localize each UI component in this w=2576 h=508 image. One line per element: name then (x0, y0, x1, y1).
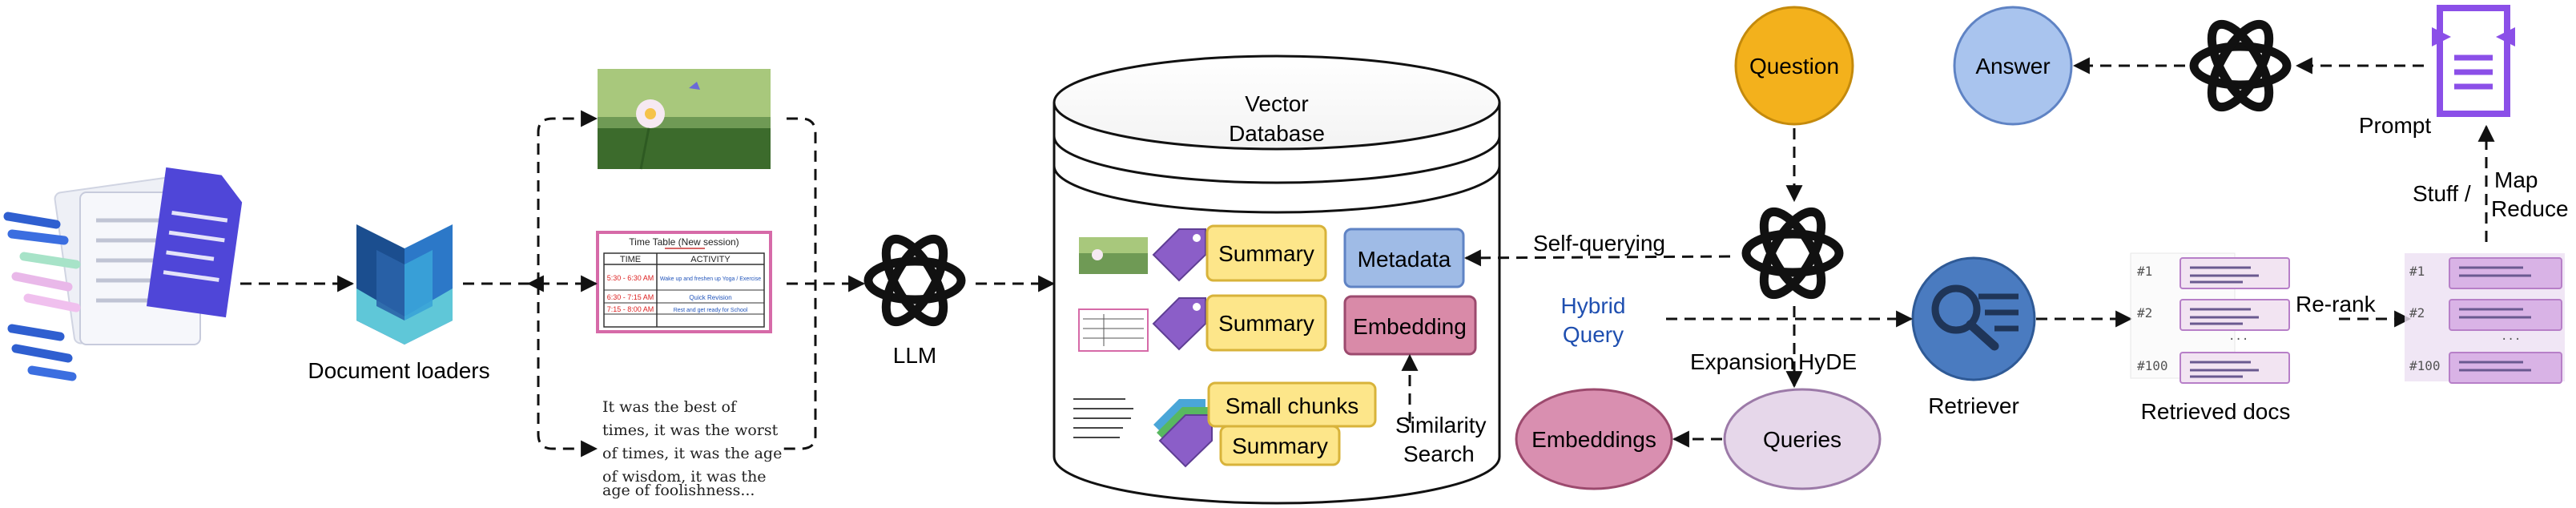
retrieved-docs-list: #1 #2 ... #100 (2130, 252, 2290, 384)
timetable-cell: 7:15 - 8:00 AM (607, 305, 654, 313)
embeddings-label: Embeddings (1532, 427, 1656, 452)
hybrid-query-label: Query (1563, 322, 1624, 347)
text-snippet-line: times, it was the worst (602, 421, 779, 439)
timetable-header-time: TIME (620, 255, 641, 264)
flower-image (598, 69, 771, 170)
rank-label: #2 (2137, 305, 2152, 321)
self-query-openai-icon (1746, 204, 1839, 303)
summary-box: Summary (1219, 425, 1341, 466)
timetable-cell: 5:30 - 6:30 AM (607, 274, 654, 282)
retriever-label: Retriever (1928, 393, 2019, 418)
llm-label: LLM (893, 343, 936, 368)
timetable-cell: Quick Revision (689, 294, 731, 301)
vector-database-title: Database (1229, 121, 1325, 146)
text-thumbnail (1073, 398, 1133, 438)
loader-edges (240, 110, 1056, 458)
answer-node: Answer (1953, 6, 2073, 126)
summary-box: Summary (1205, 294, 1327, 352)
prompt-document-icon (2432, 5, 2515, 117)
rank-label: #1 (2137, 264, 2152, 279)
queries-label: Queries (1763, 427, 1841, 452)
metadata-box: Metadata (1343, 228, 1465, 288)
similarity-search-label: Search (1403, 441, 1475, 466)
rank-label: #100 (2137, 358, 2168, 373)
document-loaders-logo-icon (356, 224, 453, 345)
small-chunks-box: Small chunks (1207, 381, 1377, 428)
retrieved-docs-label: Retrieved docs (2141, 399, 2291, 424)
timetable-title: Time Table (New session) (629, 236, 739, 248)
prompt-label: Prompt (2359, 113, 2431, 138)
hyde-label: HyDE (1798, 349, 1857, 374)
map-reduce-label: Map (2494, 167, 2538, 192)
document-stack-icon (3, 167, 243, 381)
rank-label: #2 (2409, 305, 2425, 321)
embeddings-node: Embeddings (1515, 388, 1673, 490)
llm-openai-icon (868, 231, 961, 330)
answer-openai-icon (2194, 16, 2287, 115)
embedding-box: Embedding (1343, 295, 1477, 356)
reranked-docs-list: #1 #2 ... #100 (2405, 253, 2565, 384)
self-querying-label: Self-querying (1533, 231, 1665, 256)
re-rank-label: Re-rank (2296, 292, 2377, 316)
timetable-header-activity: ACTIVITY (690, 255, 731, 264)
flower-thumbnail (1079, 237, 1148, 274)
timetable-cell: 6:30 - 7:15 AM (607, 293, 654, 301)
text-snippet-line: age of foolishness... (602, 482, 755, 499)
text-snippet-line: of times, it was the age (602, 445, 782, 462)
timetable-image: Time Table (New session) TIME ACTIVITY 5… (596, 231, 772, 333)
small-chunks-label: Small chunks (1226, 393, 1359, 418)
timetable-cell: Wake up and freshen up Yoga / Exercise (660, 276, 761, 282)
timetable-cell: Rest and get ready for School (674, 308, 748, 313)
hybrid-query-label: Hybrid (1561, 293, 1626, 318)
rank-label: #1 (2409, 264, 2425, 279)
summary-label: Summary (1232, 433, 1328, 458)
similarity-search-label: Similarity (1395, 413, 1487, 437)
retriever-node (1911, 256, 2036, 381)
vector-database-title: Vector (1245, 91, 1308, 116)
text-snippet-line: of wisdom, it was the (602, 468, 767, 486)
rank-label: ... (2501, 330, 2521, 343)
summary-box: Summary (1205, 224, 1327, 282)
timetable-thumbnail (1078, 308, 1149, 352)
question-node: Question (1734, 6, 1854, 126)
tag-icon (1152, 297, 1206, 351)
embedding-label: Embedding (1353, 314, 1467, 339)
search-icon (1931, 284, 1981, 334)
summary-label: Summary (1218, 311, 1314, 336)
map-reduce-label: Reduce (2491, 196, 2569, 221)
document-loaders-label: Document loaders (308, 358, 489, 383)
query-edges (1401, 57, 2495, 448)
text-snippet-line: It was the best of (602, 398, 738, 416)
summary-label: Summary (1218, 241, 1314, 266)
question-label: Question (1749, 54, 1839, 79)
layered-tags-icon (1153, 399, 1213, 468)
rank-label: #100 (2409, 358, 2441, 373)
tag-icon (1152, 228, 1206, 282)
metadata-label: Metadata (1358, 247, 1451, 272)
rank-label: ... (2228, 330, 2248, 343)
answer-label: Answer (1975, 54, 2050, 79)
queries-node: Queries (1723, 388, 1882, 490)
stuff-label: Stuff / (2413, 181, 2471, 206)
text-snippet: It was the best of times, it was the wor… (602, 398, 782, 499)
expansion-label: Expansion (1690, 349, 1795, 374)
